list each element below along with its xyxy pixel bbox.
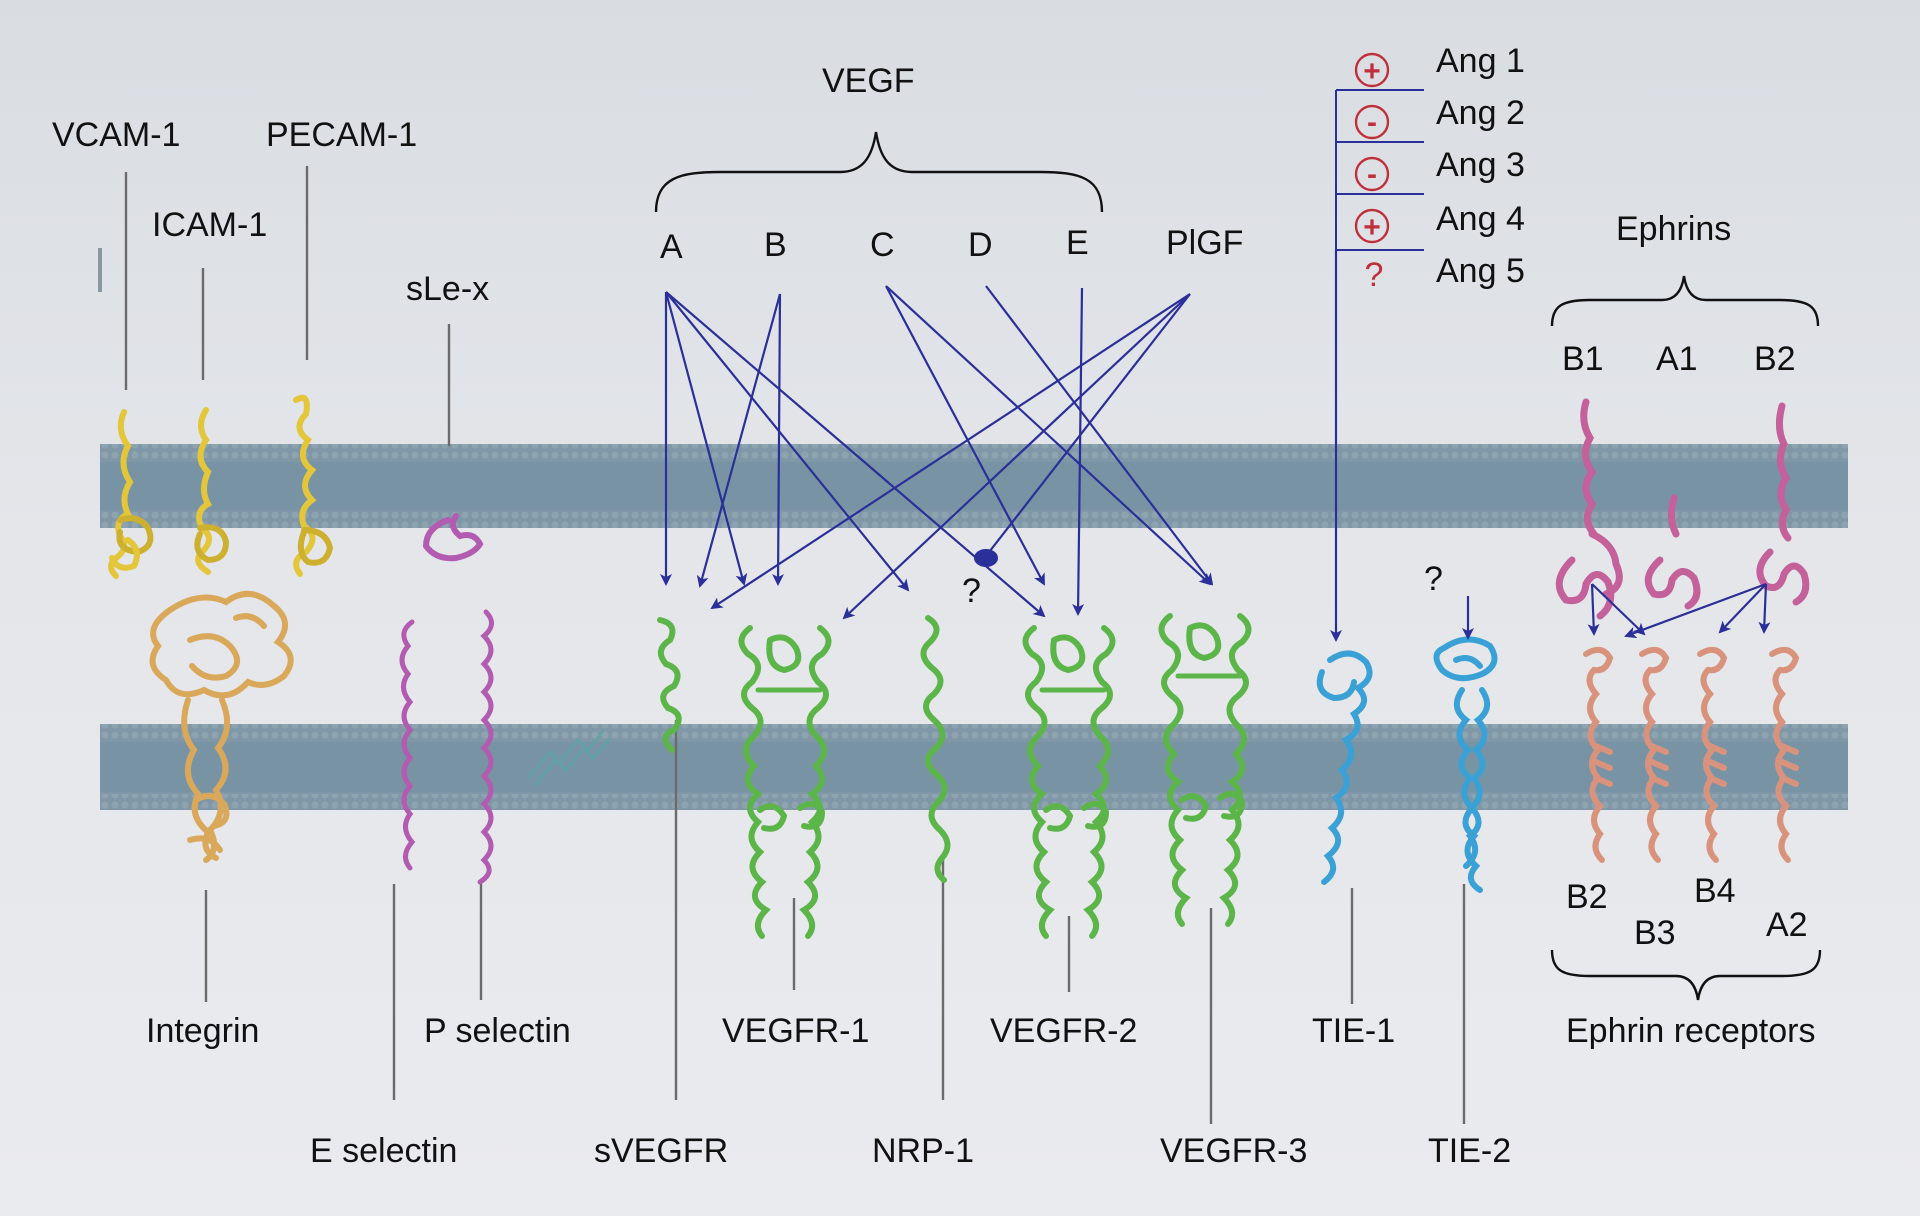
svegfr-molecule xyxy=(657,617,682,753)
ephrin-receptor-b4-molecule xyxy=(1697,646,1728,863)
ephrin-receptor-b4-label: B4 xyxy=(1694,872,1736,910)
upper-membrane xyxy=(100,444,1848,528)
vegfr1-label: VEGFR-1 xyxy=(722,1012,869,1050)
p-selectin-molecule xyxy=(477,609,494,885)
slex-molecule xyxy=(422,513,484,562)
leader-lines xyxy=(124,166,1466,1124)
svegfr-label: sVEGFR xyxy=(594,1132,728,1170)
nrp-binding-blob xyxy=(974,549,998,567)
ephrin-receptors-label: Ephrin receptors xyxy=(1566,1012,1815,1050)
ang5-sign: ? xyxy=(1365,256,1384,294)
vegfr2-label: VEGFR-2 xyxy=(990,1012,1137,1050)
tie1-molecule xyxy=(1316,650,1373,885)
ang4-label: Ang 4 xyxy=(1436,200,1525,238)
nrp-unknown-mark: ? xyxy=(962,572,981,610)
ang3-label: Ang 3 xyxy=(1436,146,1525,184)
e-selectin-label: E selectin xyxy=(310,1132,457,1170)
edge-mark xyxy=(98,248,102,292)
ephrin-receptor-b3-label: B3 xyxy=(1634,914,1676,952)
ephrin-a1-label: A1 xyxy=(1656,340,1698,378)
icam1-molecule xyxy=(194,407,230,575)
ephrin-b2-label: B2 xyxy=(1754,340,1796,378)
ang2-label: Ang 2 xyxy=(1436,94,1525,132)
tie2-unknown-mark: ? xyxy=(1424,560,1443,598)
vegf-label: VEGF xyxy=(822,62,915,100)
vegf-brace xyxy=(654,131,1104,213)
ang1-label: Ang 1 xyxy=(1436,42,1525,80)
vegf-member-c: C xyxy=(870,226,895,264)
e-selectin-molecule xyxy=(399,619,416,871)
integrin-molecule xyxy=(149,591,294,863)
vegfr3-molecule xyxy=(1158,613,1252,927)
ang-sign-circles xyxy=(1354,52,1390,244)
p-selectin-label: P selectin xyxy=(424,1012,571,1050)
ephrin-receptor-a2-label: A2 xyxy=(1766,906,1808,944)
vegf-member-a: A xyxy=(660,228,683,266)
vegf-member-e: E xyxy=(1066,224,1089,262)
ephrin-receptor-b3-molecule xyxy=(1639,646,1670,863)
pecam1-label: PECAM-1 xyxy=(266,116,417,154)
tie2-molecule xyxy=(1433,636,1498,893)
icam1-label: ICAM-1 xyxy=(152,206,267,244)
ephrin-a1-molecule xyxy=(1644,494,1701,610)
lower-membrane xyxy=(100,724,1848,810)
nrp1-molecule xyxy=(920,615,951,883)
pecam1-molecule xyxy=(293,394,334,577)
ang1-sign: + xyxy=(1363,55,1381,88)
tie2-label: TIE-2 xyxy=(1428,1132,1511,1170)
ephrin-receptor-a2-molecule xyxy=(1769,646,1800,863)
ephrin-receptor-b2-molecule xyxy=(1583,646,1614,863)
vegfr3-label: VEGFR-3 xyxy=(1160,1132,1307,1170)
ang4-sign: + xyxy=(1363,211,1381,244)
ephrin-receptor-b2-label: B2 xyxy=(1566,878,1608,916)
plgf-label: PlGF xyxy=(1166,224,1243,262)
ang5-label: Ang 5 xyxy=(1436,252,1525,290)
membrane-motif xyxy=(526,729,612,787)
braces xyxy=(654,131,1822,1001)
vegfr1-molecule xyxy=(738,625,832,939)
vcam1-label: VCAM-1 xyxy=(52,116,180,154)
ephrins-brace xyxy=(1550,275,1820,327)
vcam1-molecule xyxy=(108,409,154,579)
vegf-member-b: B xyxy=(764,226,787,264)
integrin-label: Integrin xyxy=(146,1012,259,1050)
slex-label: sLe-x xyxy=(406,270,489,308)
ang3-sign: - xyxy=(1367,158,1377,191)
ephrin-b1-label: B1 xyxy=(1562,340,1604,378)
nrp1-label: NRP-1 xyxy=(872,1132,974,1170)
tie1-label: TIE-1 xyxy=(1312,1012,1395,1050)
ephrin-b1-molecule xyxy=(1555,398,1623,620)
ephrin-b2-molecule xyxy=(1756,402,1810,606)
vegf-member-d: D xyxy=(968,226,993,264)
ephrins-label: Ephrins xyxy=(1616,210,1731,248)
vegfr2-molecule xyxy=(1022,625,1116,939)
ang2-sign: - xyxy=(1367,106,1377,139)
ephrin-receptors-brace xyxy=(1550,949,1822,1001)
ang-bracket xyxy=(1335,89,1424,251)
